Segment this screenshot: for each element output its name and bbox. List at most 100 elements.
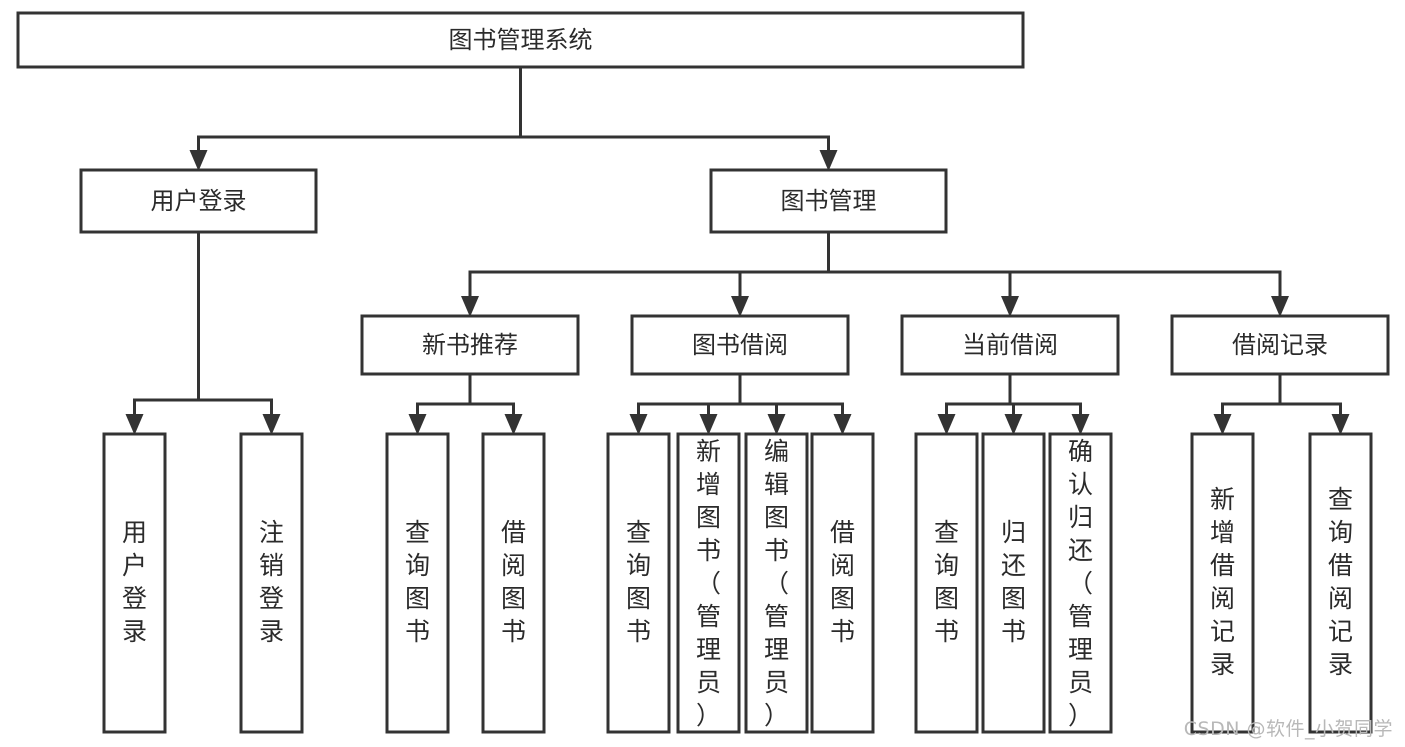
connector-book-manage-to-new-book-recommend — [461, 232, 830, 317]
connector-line — [945, 374, 1012, 420]
node-label: 借阅记录 — [1232, 331, 1328, 359]
node-leaf-user-login[interactable]: 用户登录 — [102, 432, 167, 734]
node-leaf-query-book-3[interactable]: 查询图书 — [914, 432, 979, 734]
connector-line — [637, 374, 742, 420]
arrow-head-icon — [767, 414, 786, 435]
arrow-head-icon — [937, 414, 956, 435]
node-label: 查询图书 — [934, 518, 959, 646]
connector-line — [197, 232, 273, 420]
node-box[interactable] — [79, 168, 318, 234]
node-label: 查询图书 — [626, 518, 651, 646]
connector-user-login-to-leaf-logout — [197, 232, 281, 435]
node-label: 编辑图书（管理员） — [764, 437, 789, 730]
connector-book-manage-to-borrow-record — [827, 232, 1289, 317]
connector-book-manage-to-current-borrow — [827, 232, 1019, 317]
node-box[interactable] — [1170, 314, 1390, 376]
node-leaf-borrow-book-1[interactable]: 借阅图书 — [481, 432, 546, 734]
node-label: 注销登录 — [259, 518, 284, 646]
node-label: 用户登录 — [151, 187, 247, 215]
node-leaf-borrow-book-2[interactable]: 借阅图书 — [810, 432, 875, 734]
connector-new-book-recommend-to-leaf-borrow-book-1 — [468, 374, 523, 435]
node-box[interactable] — [1048, 432, 1113, 734]
connector-line — [197, 67, 522, 156]
node-user-login[interactable]: 用户登录 — [79, 168, 318, 234]
arrow-head-icon — [262, 414, 281, 435]
node-box[interactable] — [481, 432, 546, 734]
node-box[interactable] — [630, 314, 850, 376]
arrow-head-icon — [1004, 414, 1023, 435]
arrow-head-icon — [408, 414, 427, 435]
connector-line — [827, 232, 1282, 302]
arrow-head-icon — [699, 414, 718, 435]
node-new-book-recommend[interactable]: 新书推荐 — [360, 314, 580, 376]
node-layer: 图书管理系统用户登录图书管理新书推荐图书借阅当前借阅借阅记录用户登录注销登录查询… — [16, 11, 1390, 734]
connector-line — [468, 374, 515, 420]
node-label: 查询图书 — [405, 518, 430, 646]
node-leaf-query-record[interactable]: 查询借阅记录 — [1308, 432, 1373, 734]
connector-line — [707, 374, 742, 420]
connector-line — [827, 232, 1012, 302]
arrow-head-icon — [731, 296, 749, 317]
connector-new-book-recommend-to-leaf-query-book-1 — [408, 374, 472, 435]
node-leaf-add-book[interactable]: 新增图书（管理员） — [676, 432, 741, 734]
connector-book-borrow-to-leaf-borrow-book-2 — [738, 374, 852, 435]
arrow-head-icon — [189, 150, 208, 171]
connector-root-to-book-manage — [519, 67, 838, 171]
node-box[interactable] — [981, 432, 1046, 734]
node-leaf-query-book-2[interactable]: 查询图书 — [606, 432, 671, 734]
node-leaf-query-book-1[interactable]: 查询图书 — [385, 432, 450, 734]
node-box[interactable] — [1190, 432, 1255, 734]
arrow-head-icon — [1001, 296, 1019, 317]
connector-current-borrow-to-leaf-confirm-return — [1008, 374, 1090, 435]
arrow-head-icon — [833, 414, 852, 435]
connector-line — [1278, 374, 1342, 420]
node-leaf-return-book[interactable]: 归还图书 — [981, 432, 1046, 734]
node-box[interactable] — [102, 432, 167, 734]
connector-line — [738, 232, 830, 302]
connector-line — [468, 232, 830, 302]
node-label: 当前借阅 — [962, 331, 1058, 359]
node-label: 确认归还（管理员） — [1068, 437, 1093, 730]
connector-line — [133, 232, 200, 420]
node-leaf-add-record[interactable]: 新增借阅记录 — [1190, 432, 1255, 734]
arrow-head-icon — [1271, 296, 1289, 317]
node-current-borrow[interactable]: 当前借阅 — [900, 314, 1120, 376]
node-root[interactable]: 图书管理系统 — [16, 11, 1025, 69]
arrow-head-icon — [1213, 414, 1232, 435]
node-label: 借阅图书 — [501, 518, 526, 646]
connector-line — [519, 67, 830, 156]
node-box[interactable] — [900, 314, 1120, 376]
node-label: 查询借阅记录 — [1328, 485, 1353, 679]
node-box[interactable] — [676, 432, 741, 734]
node-leaf-logout[interactable]: 注销登录 — [239, 432, 304, 734]
node-box[interactable] — [709, 168, 948, 234]
node-box[interactable] — [1308, 432, 1373, 734]
node-box[interactable] — [360, 314, 580, 376]
node-label: 图书借阅 — [692, 331, 788, 359]
node-label: 新增图书（管理员） — [696, 437, 721, 730]
node-box[interactable] — [606, 432, 671, 734]
node-leaf-confirm-return[interactable]: 确认归还（管理员） — [1048, 432, 1113, 734]
node-label: 借阅图书 — [830, 518, 855, 646]
node-box[interactable] — [914, 432, 979, 734]
node-box[interactable] — [744, 432, 809, 734]
connector-user-login-to-leaf-user-login — [125, 232, 200, 435]
node-book-manage[interactable]: 图书管理 — [709, 168, 948, 234]
node-label: 图书管理 — [781, 187, 877, 215]
node-box[interactable] — [810, 432, 875, 734]
node-label: 新书推荐 — [422, 331, 518, 359]
arrow-head-icon — [504, 414, 523, 435]
node-box[interactable] — [239, 432, 304, 734]
connector-line — [1008, 374, 1082, 420]
node-box[interactable] — [16, 11, 1025, 69]
node-leaf-edit-book[interactable]: 编辑图书（管理员） — [744, 432, 809, 734]
arrow-head-icon — [629, 414, 648, 435]
node-box[interactable] — [385, 432, 450, 734]
connector-root-to-user-login — [189, 67, 522, 171]
arrow-head-icon — [819, 150, 838, 171]
node-borrow-record[interactable]: 借阅记录 — [1170, 314, 1390, 376]
node-book-borrow[interactable]: 图书借阅 — [630, 314, 850, 376]
connector-line — [1221, 374, 1282, 420]
